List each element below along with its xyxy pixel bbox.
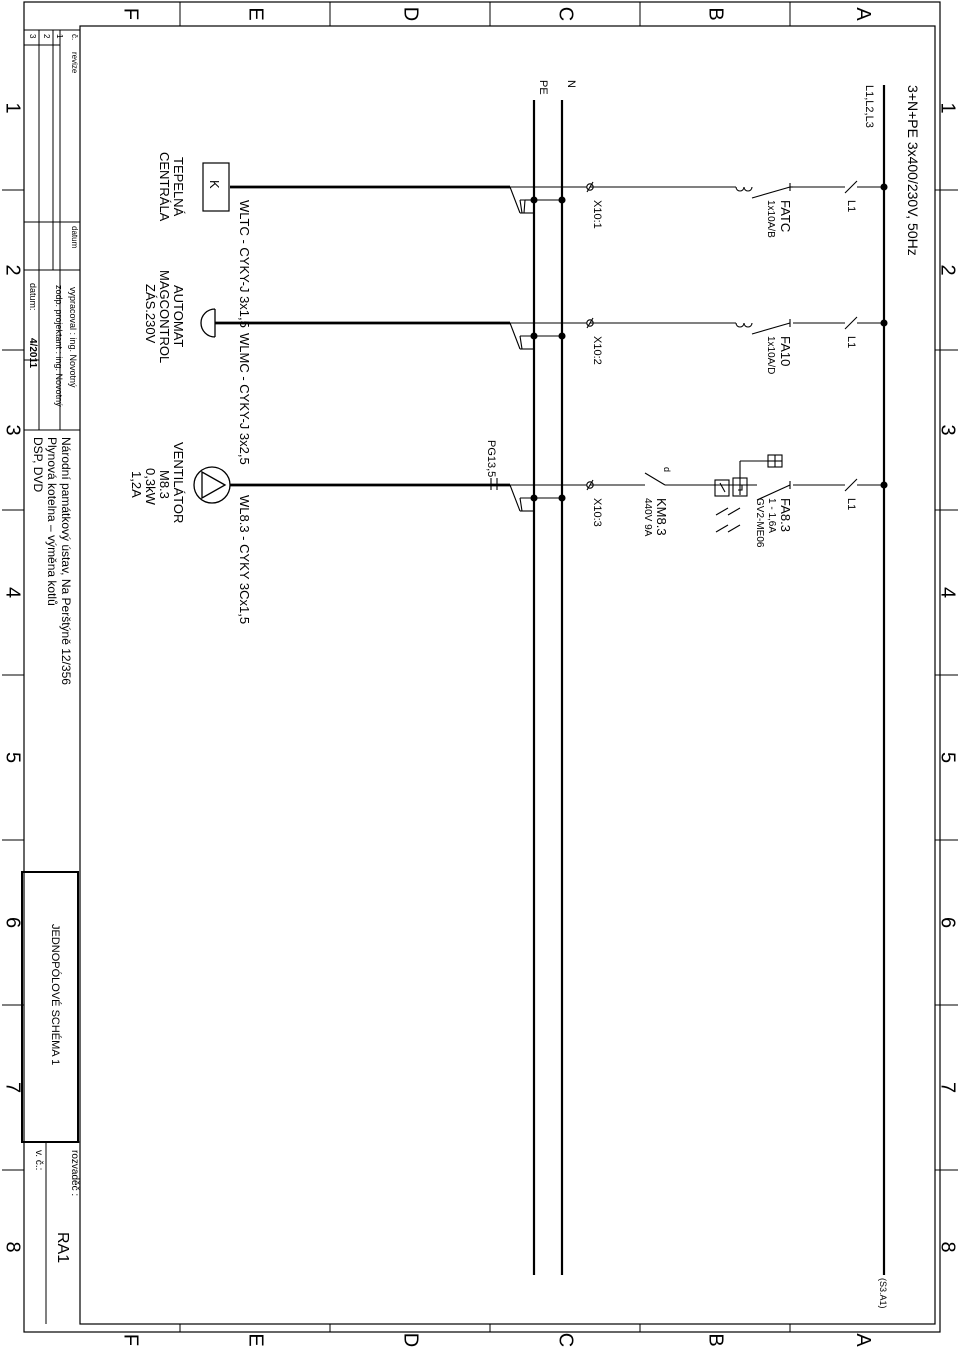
cable-gland bbox=[490, 478, 498, 490]
circuit-3 bbox=[509, 454, 888, 533]
rev-row-3: 3 bbox=[28, 34, 37, 39]
load-ventilator-3: 0,3kW bbox=[143, 468, 158, 506]
load-tepelna-1: TEPELNÁ bbox=[171, 157, 186, 217]
phase-l1-c2: L1 bbox=[845, 336, 857, 348]
zone-markers bbox=[2, 2, 958, 1332]
load-ventilator-1: VENTILÁTOR bbox=[171, 442, 186, 523]
circuit-1 bbox=[509, 180, 888, 214]
zone-col-7-right: 7 bbox=[937, 1082, 959, 1093]
rev-header-no: č. bbox=[70, 34, 79, 40]
zone-col-8-right: 8 bbox=[937, 1241, 959, 1252]
busbars bbox=[532, 85, 886, 1275]
fan-motor-symbol bbox=[193, 466, 231, 504]
project-line-2: Plynová kotelna – výměna kotlů bbox=[45, 437, 59, 606]
contactor-k-symbol: K bbox=[202, 162, 230, 212]
socket-symbol bbox=[200, 308, 216, 338]
project-line-1: Národní památkový ústav, Na Perštýně 12/… bbox=[59, 437, 73, 685]
zone-col-1-right: 1 bbox=[937, 102, 959, 113]
sheet-label: v. č.: bbox=[33, 1150, 44, 1170]
contactor-km83-label: KM8.3 bbox=[654, 498, 669, 536]
breaker-fa83-label: FA8.3 bbox=[778, 498, 793, 532]
terminal-x10-2: X10:2 bbox=[591, 336, 603, 365]
terminal-x10-1: X10:1 bbox=[591, 200, 603, 229]
zone-col-5-right: 5 bbox=[937, 752, 959, 763]
load-automat-2: MAGCONTROL bbox=[157, 270, 172, 363]
switchboard-label: rozvaděč : bbox=[69, 1150, 80, 1196]
zone-col-2-left: 2 bbox=[2, 264, 24, 275]
cable-wl83-label: WL8.3 - CYKY 3Cx1,5 bbox=[237, 495, 252, 624]
rev-header-rev: revize bbox=[70, 52, 79, 74]
zone-row-f-top: F bbox=[120, 8, 142, 20]
load-ventilator-2: M8.3 bbox=[157, 470, 172, 499]
zone-col-2-right: 2 bbox=[937, 264, 959, 275]
breaker-fatc-label: FATC bbox=[778, 200, 793, 232]
load-tepelna-2: CENTRÁLA bbox=[157, 152, 172, 222]
gland-label: PG13,5 bbox=[485, 440, 497, 477]
zone-row-d-top: D bbox=[400, 7, 422, 21]
zone-col-4-right: 4 bbox=[937, 587, 959, 598]
zone-row-e-top: E bbox=[245, 7, 267, 20]
zone-col-6-right: 6 bbox=[937, 917, 959, 928]
switchboard-value: RA1 bbox=[54, 1232, 71, 1263]
zone-row-b-bottom: B bbox=[705, 1333, 727, 1346]
zone-col-7-left: 7 bbox=[2, 1082, 24, 1093]
load-automat-3: ZÁS.230V bbox=[143, 284, 158, 344]
zone-row-a-top: A bbox=[852, 7, 874, 21]
outer-border bbox=[23, 1, 941, 1333]
breaker-fa10-rating: 1x10A/D bbox=[765, 336, 776, 374]
zone-row-d-bottom: D bbox=[400, 1333, 422, 1347]
rev-row-2: 2 bbox=[42, 34, 51, 39]
phase-l1-c1: L1 bbox=[845, 200, 857, 212]
zone-col-6-left: 6 bbox=[2, 917, 24, 928]
zone-col-4-left: 4 bbox=[2, 587, 24, 598]
zone-col-1-left: 1 bbox=[2, 102, 24, 113]
contact-mark: d bbox=[662, 467, 672, 472]
zone-row-f-bottom: F bbox=[120, 1334, 142, 1346]
cable-wltc-label: WLTC - CYKY-J 3x1,5 bbox=[237, 200, 252, 328]
zone-row-c-bottom: C bbox=[555, 1333, 577, 1347]
neutral-label: N bbox=[565, 80, 577, 88]
date-value: 4/2011 bbox=[27, 338, 38, 368]
project-line-3: DSP, DVD bbox=[31, 437, 45, 492]
date-label: datum: bbox=[28, 283, 38, 311]
zone-col-3-right: 3 bbox=[937, 424, 959, 435]
pe-label: PE bbox=[537, 80, 549, 95]
breaker-fatc-rating: 1x10A/B bbox=[765, 200, 776, 238]
rev-header-date: datum bbox=[70, 226, 79, 249]
zone-col-8-left: 8 bbox=[2, 1241, 24, 1252]
zone-row-c-top: C bbox=[555, 7, 577, 21]
terminal-x10-3: X10:3 bbox=[591, 498, 603, 527]
circuit-2 bbox=[509, 316, 888, 350]
continuation-ref: (S3.A1) bbox=[878, 1278, 888, 1309]
breaker-fa10-label: FA10 bbox=[778, 336, 793, 366]
drawing-title: JEDNOPÓLOVÉ SCHÉMA 1 bbox=[49, 924, 62, 1065]
breaker-fa83-rating: 1 - 1,6A bbox=[766, 498, 777, 533]
zone-col-5-left: 5 bbox=[2, 752, 24, 763]
supply-label: 3+N+PE 3x400/230V, 50Hz bbox=[905, 85, 921, 256]
rev-row-1: 1 bbox=[55, 34, 64, 39]
cable-wlmc-label: WLMC - CYKY-J 3x2,5 bbox=[237, 333, 252, 465]
zone-row-e-bottom: E bbox=[245, 1333, 267, 1346]
breaker-fa83-type: GV2-ME06 bbox=[754, 498, 765, 548]
title-block bbox=[21, 29, 80, 1324]
phase-l1-c3: L1 bbox=[845, 498, 857, 510]
responsible-designer: zodp. projektant : ing. Novotný bbox=[54, 285, 64, 407]
phases-label: L1,L2,L3 bbox=[863, 85, 875, 128]
inner-border bbox=[79, 25, 936, 1325]
zone-col-3-left: 3 bbox=[2, 424, 24, 435]
drawn-by: vypracoval : ing. Novotný bbox=[68, 287, 78, 388]
contactor-km83-rating: 440V 9A bbox=[642, 498, 653, 537]
zone-row-a-bottom: A bbox=[852, 1333, 874, 1347]
svg-text:K: K bbox=[207, 180, 222, 189]
load-automat-1: AUTOMAT bbox=[171, 285, 186, 347]
zone-row-b-top: B bbox=[705, 7, 727, 20]
load-ventilator-4: 1,2A bbox=[129, 471, 144, 498]
